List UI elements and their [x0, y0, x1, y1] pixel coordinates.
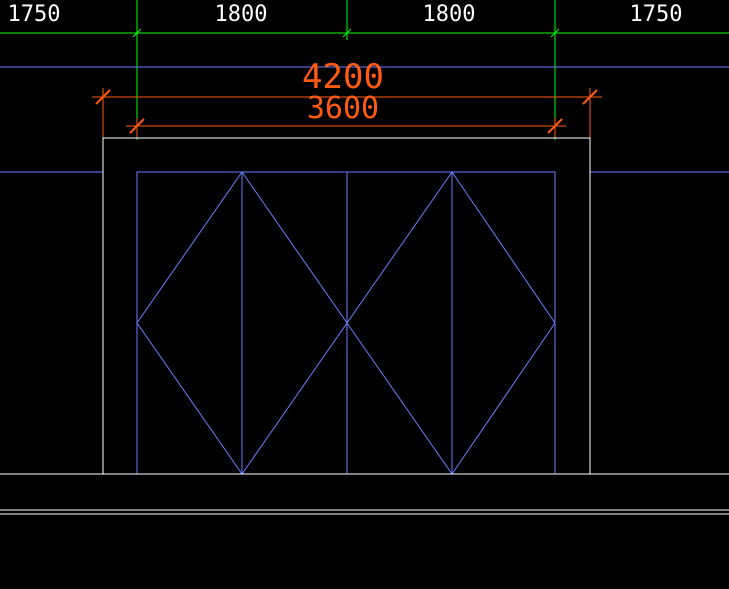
top-dimension-2: 1800: [215, 2, 268, 27]
top-dimension-1: 1750: [8, 2, 61, 27]
grid-tick-1: [132, 28, 142, 38]
outer-tick-left: [95, 89, 111, 105]
outer-dimension-label: 4200: [302, 57, 384, 97]
inner-dimension-label: 3600: [307, 91, 379, 126]
outer-tick-right: [582, 89, 598, 105]
grid-tick-2: [342, 28, 352, 38]
opening-outer-frame: [102, 137, 591, 474]
top-dimension-4: 1750: [630, 2, 683, 27]
grid-tick-3: [550, 28, 560, 38]
inner-tick-left: [129, 118, 145, 134]
inner-tick-right: [547, 118, 563, 134]
top-dimension-3: 1800: [423, 2, 476, 27]
